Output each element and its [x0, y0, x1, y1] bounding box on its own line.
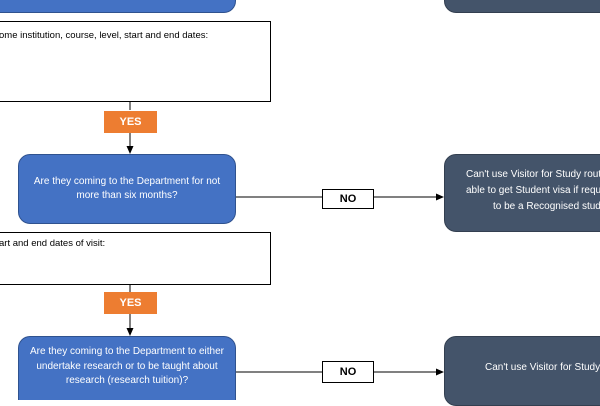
yes-label-2: YES: [104, 292, 157, 314]
question-box-2: Are they coming to the Department to eit…: [18, 336, 236, 400]
question-box-1: Are they coming to the Department for no…: [18, 154, 236, 224]
outcome-1-line-3: to be a Recognised stude: [493, 201, 600, 212]
outcome-1-line-2: able to get Student visa if require: [466, 185, 600, 196]
note-box-2: art and end dates of visit:: [0, 232, 271, 285]
note-box-1-text: ome institution, course, level, start an…: [0, 30, 209, 41]
question-2-line-1: Are they coming to the Department to eit…: [30, 346, 224, 357]
question-2-line-2: undertake research or to be taught about: [36, 360, 218, 372]
no-label-2: NO: [322, 361, 374, 383]
no-label-1: NO: [322, 189, 374, 209]
yes-label-1: YES: [104, 111, 157, 133]
question-2-line-3: research (research tuition)?: [65, 375, 189, 386]
note-box-1: ome institution, course, level, start an…: [0, 21, 271, 102]
arrowhead-question1: [126, 146, 134, 154]
note-box-2-text: art and end dates of visit:: [0, 238, 106, 249]
outcome-box-2: Can't use Visitor for Study r: [444, 336, 600, 406]
arrowhead-outcome2: [436, 368, 444, 376]
arrowhead-question2: [126, 328, 134, 336]
arrowhead-outcome1: [436, 193, 444, 201]
outcome-2-line-1: Can't use Visitor for Study r: [485, 362, 600, 373]
outcome-box-top: [444, 0, 600, 13]
question-2-text: Are they coming to the Department to eit…: [30, 345, 224, 389]
process-box-top: [0, 0, 236, 13]
question-1-line-1: Are they coming to the Department for no…: [33, 175, 221, 187]
question-1-line-2: more than six months?: [76, 190, 178, 201]
outcome-1-line-1: Can't use Visitor for Study route: [466, 169, 600, 180]
question-1-text: Are they coming to the Department for no…: [34, 175, 220, 204]
outcome-box-1: Can't use Visitor for Study route able t…: [444, 154, 600, 232]
